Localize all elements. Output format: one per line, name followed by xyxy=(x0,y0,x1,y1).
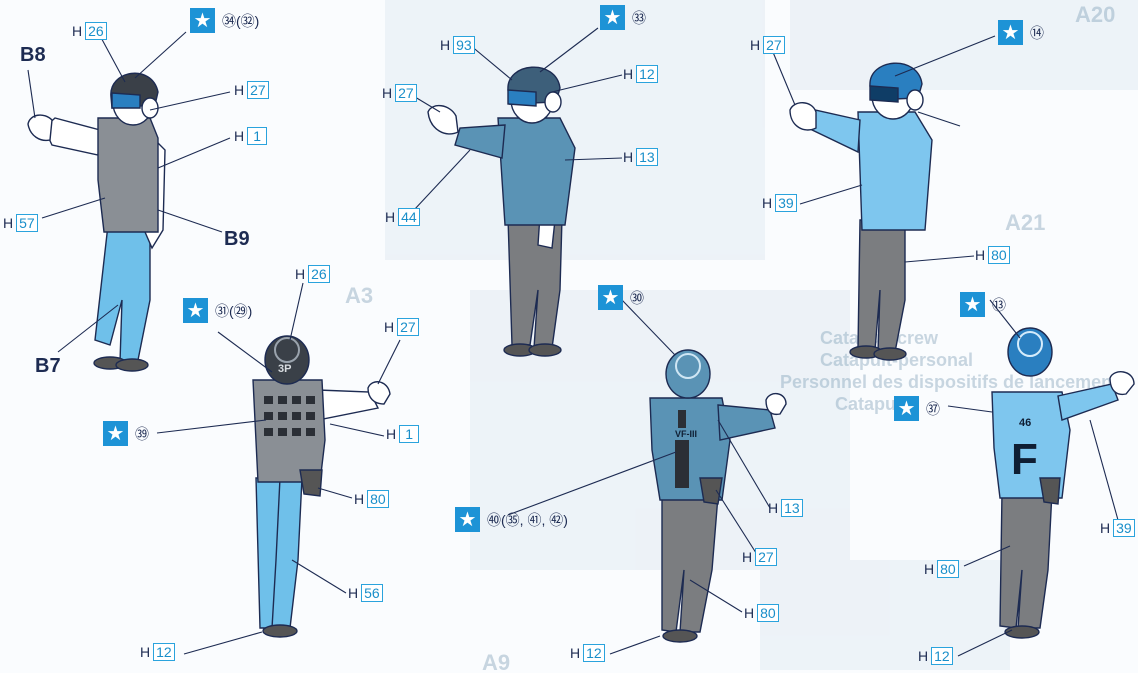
figure-1-vest xyxy=(98,118,158,232)
star-icon: ★ xyxy=(960,292,985,317)
figure-3-jersey xyxy=(858,112,932,230)
star-icon: ★ xyxy=(103,421,128,446)
part-label-b8: B8 xyxy=(20,44,46,67)
star-icon: ★ xyxy=(183,298,208,323)
figure-6-pants xyxy=(1000,492,1052,628)
helmet-code: 3P xyxy=(278,363,291,375)
star-label: ★⑬ xyxy=(960,292,1006,317)
part-label-b9: B9 xyxy=(224,228,250,251)
jersey-number: 46 xyxy=(1019,417,1031,429)
figure-1-pants xyxy=(95,225,150,362)
star-label: ★㉝ xyxy=(600,5,646,30)
star-label: ★㊲ xyxy=(894,396,940,421)
figure-2-pants xyxy=(508,218,562,348)
star-label: ★㉛(㉙) xyxy=(183,298,252,323)
star-label: ★㉞(㉜) xyxy=(190,8,259,33)
star-label: ★㊵(㉟, ㊶, ㊷) xyxy=(455,507,568,532)
star-label: ★㉚ xyxy=(598,285,644,310)
star-icon: ★ xyxy=(190,8,215,33)
jersey-letter: F xyxy=(1011,435,1038,484)
squadron-code: VF-III xyxy=(675,429,697,439)
figure-3-pants xyxy=(858,220,905,352)
star-icon: ★ xyxy=(455,507,480,532)
figure-2-jersey xyxy=(498,118,575,225)
star-label: ★⑭ xyxy=(998,20,1044,45)
star-label: ★㊴ xyxy=(103,421,149,446)
star-icon: ★ xyxy=(600,5,625,30)
part-label-b7: B7 xyxy=(35,355,61,378)
figure-5-pants xyxy=(662,496,718,632)
star-icon: ★ xyxy=(598,285,623,310)
figure-1 xyxy=(28,73,165,371)
star-icon: ★ xyxy=(998,20,1023,45)
star-icon: ★ xyxy=(894,396,919,421)
